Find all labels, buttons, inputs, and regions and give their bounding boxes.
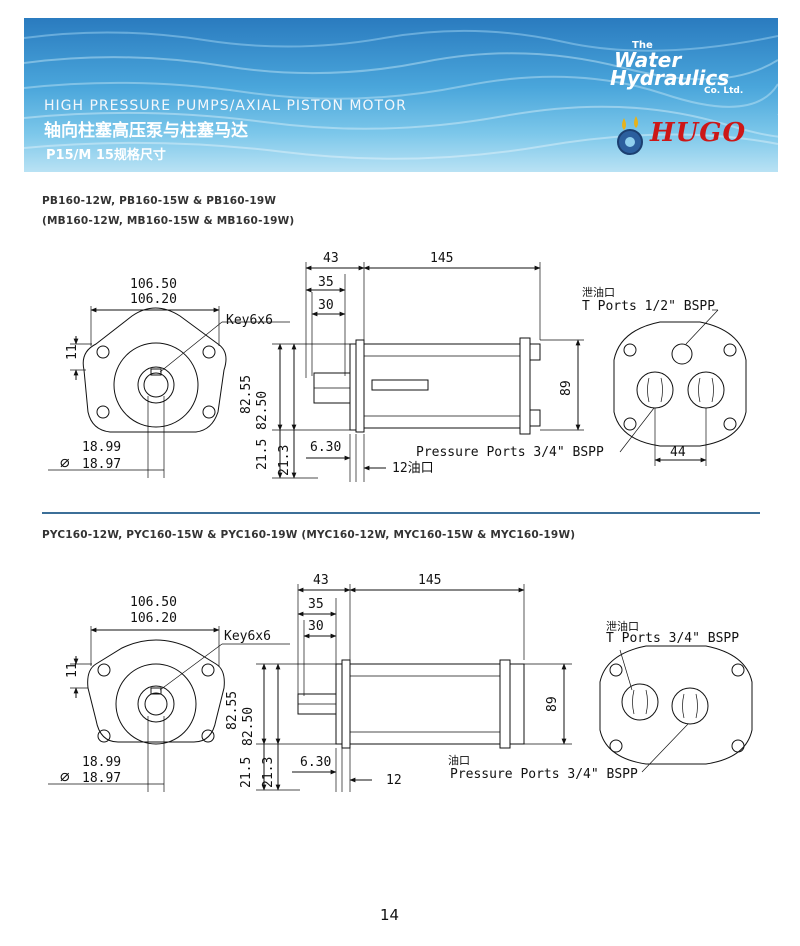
section1-title: PB160-12W, PB160-15W & PB160-19W [42, 195, 277, 207]
s2-d145: 145 [418, 573, 441, 588]
logo-co: Co. Ltd. [704, 86, 744, 96]
logo-the: The [632, 40, 653, 51]
page-number: 14 [380, 906, 400, 924]
s1-dia89: 89 [559, 380, 574, 396]
s1-key-label: Key6x6 [226, 313, 273, 328]
s2-pressure-ports: Pressure Ports 3/4" BSPP [450, 767, 638, 782]
logo-hydraulics: Hydraulics [610, 66, 730, 90]
s2-pressure-cn: 油口 [448, 753, 470, 767]
side-view-2 [256, 584, 572, 792]
s2-flange-max: 106.50 [130, 595, 177, 610]
banner-subtitle: 轴向柱塞高压泵与柱塞马达 [44, 121, 248, 141]
s2-t-ports-cn: 泄油口 [606, 619, 639, 633]
s1-d44: 44 [670, 445, 686, 460]
hugo-logo: HUGO [650, 118, 747, 148]
s1-d6-30: 6.30 [310, 440, 341, 455]
s2-shaft-max: 18.99 [82, 755, 121, 770]
s1-h21-3: 21.3 [277, 445, 292, 476]
section1-subtitle: (MB160-12W, MB160-15W & MB160-19W) [42, 215, 295, 227]
s1-d12: 12油口 [392, 461, 434, 476]
s2-d6-30: 6.30 [300, 755, 331, 770]
s2-diameter-symbol: ⌀ [60, 767, 70, 786]
s1-flange-min: 106.20 [130, 292, 177, 307]
s2-dia89: 89 [545, 696, 560, 712]
s2-shaft-min: 18.97 [82, 771, 121, 786]
s2-h21-3: 21.3 [261, 757, 276, 788]
s1-eleven: 11 [65, 344, 80, 360]
s2-d12: 12 [386, 773, 402, 788]
s2-pilot-min: 82.50 [241, 707, 256, 746]
section2-title: PYC160-12W, PYC160-15W & PYC160-19W (MYC… [42, 529, 576, 541]
s1-t-ports-cn: 泄油口 [582, 285, 615, 299]
s1-d35: 35 [318, 275, 334, 290]
section-divider [42, 512, 760, 514]
s1-d30: 30 [318, 298, 334, 313]
s1-pilot-max: 82.55 [239, 375, 254, 414]
water-background [24, 29, 778, 160]
s2-d30: 30 [308, 619, 324, 634]
s1-shaft-max: 18.99 [82, 440, 121, 455]
s2-eleven: 11 [65, 662, 80, 678]
s1-shaft-min: 18.97 [82, 457, 121, 472]
s2-h21-5: 21.5 [239, 757, 254, 788]
spec-label: P15/M 15规格尺寸 [46, 148, 166, 163]
s2-pilot-max: 82.55 [225, 691, 240, 730]
front-flange-view-2 [48, 626, 290, 792]
s2-flange-min: 106.20 [130, 611, 177, 626]
s1-pressure-ports: Pressure Ports 3/4" BSPP [416, 445, 604, 460]
side-view-1 [272, 262, 584, 482]
s2-t-ports: T Ports 3/4" BSPP [606, 631, 739, 646]
s1-d145: 145 [430, 251, 453, 266]
front-flange-view-1 [48, 306, 290, 478]
header-banner: HIGH PRESSURE PUMPS/AXIAL PISTON MOTOR 轴… [24, 18, 778, 172]
s1-h21-5: 21.5 [255, 439, 270, 470]
gear-drops-icon [617, 116, 643, 155]
s2-d35: 35 [308, 597, 324, 612]
logo-water: Water [614, 48, 682, 72]
s1-flange-max: 106.50 [130, 277, 177, 292]
s2-key-label: Key6x6 [224, 629, 271, 644]
banner-title: HIGH PRESSURE PUMPS/AXIAL PISTON MOTOR [44, 98, 407, 114]
s2-d43: 43 [313, 573, 329, 588]
rear-view-2 [599, 645, 753, 773]
s1-d43: 43 [323, 251, 339, 266]
s1-diameter-symbol: ⌀ [60, 453, 70, 472]
s1-t-ports: T Ports 1/2" BSPP [582, 299, 715, 314]
rear-view-1 [613, 309, 747, 466]
s1-pilot-min: 82.50 [255, 391, 270, 430]
